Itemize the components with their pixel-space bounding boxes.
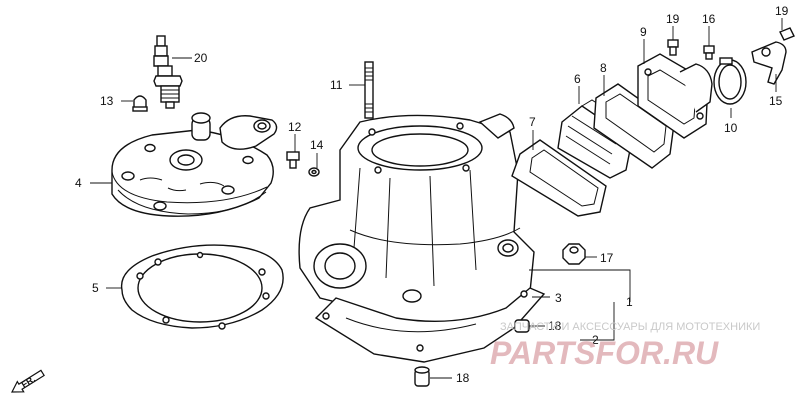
callout-18-lower: 18 [456, 371, 470, 385]
bolt-19-left [667, 39, 679, 56]
bolt-16 [703, 45, 715, 60]
bolt-19-right [779, 27, 795, 41]
callout-3: 3 [555, 291, 562, 305]
cable-bracket [751, 41, 787, 85]
hose-clamp [713, 57, 747, 105]
callout-2: 2 [592, 333, 599, 347]
cylinder-head [111, 112, 278, 217]
callout-17: 17 [600, 251, 614, 265]
base-gasket [314, 287, 546, 363]
head-gasket [120, 244, 284, 330]
callout-labels: 1 2 3 4 5 6 7 8 9 10 11 12 13 14 15 16 1… [75, 4, 789, 385]
callout-8: 8 [600, 61, 607, 75]
leader-lines [90, 18, 783, 379]
callout-20: 20 [194, 51, 208, 65]
callout-9: 9 [640, 25, 647, 39]
callout-5: 5 [92, 281, 99, 295]
stud-bolt [364, 61, 374, 119]
callout-6: 6 [574, 72, 581, 86]
callout-19-left: 19 [666, 12, 680, 26]
watermark-tagline: ЗАПЧАСТИ И АКСЕССУАРЫ ДЛЯ МОТОТЕХНИКИ [500, 321, 760, 333]
cap-nut-13 [132, 95, 148, 112]
callout-11: 11 [330, 78, 343, 92]
bolt-12 [286, 151, 300, 169]
watermark-logo: PARTSFOR.RU [490, 335, 719, 371]
intake-spacer [593, 83, 675, 169]
front-direction-arrow: FR. [11, 369, 45, 393]
washer-14 [308, 167, 320, 177]
spark-plug [153, 35, 183, 109]
callout-13: 13 [100, 94, 114, 108]
callout-10: 10 [724, 121, 738, 135]
callout-15: 15 [769, 94, 783, 108]
cylinder [298, 113, 535, 325]
callout-4: 4 [75, 176, 82, 190]
intake-manifold [637, 53, 713, 139]
dowel-pin-lower [414, 366, 430, 387]
reed-gasket [511, 139, 607, 217]
callout-19-right: 19 [775, 4, 789, 18]
callout-16: 16 [702, 12, 716, 26]
watermark: ЗАПЧАСТИ И АКСЕССУАРЫ ДЛЯ МОТОТЕХНИКИ PA… [490, 321, 760, 371]
callout-12: 12 [288, 120, 302, 134]
callout-1: 1 [626, 295, 633, 309]
nut-17 [562, 243, 586, 265]
callout-18-upper: 18 [548, 319, 562, 333]
callout-14: 14 [310, 138, 324, 152]
callout-7: 7 [529, 115, 536, 129]
